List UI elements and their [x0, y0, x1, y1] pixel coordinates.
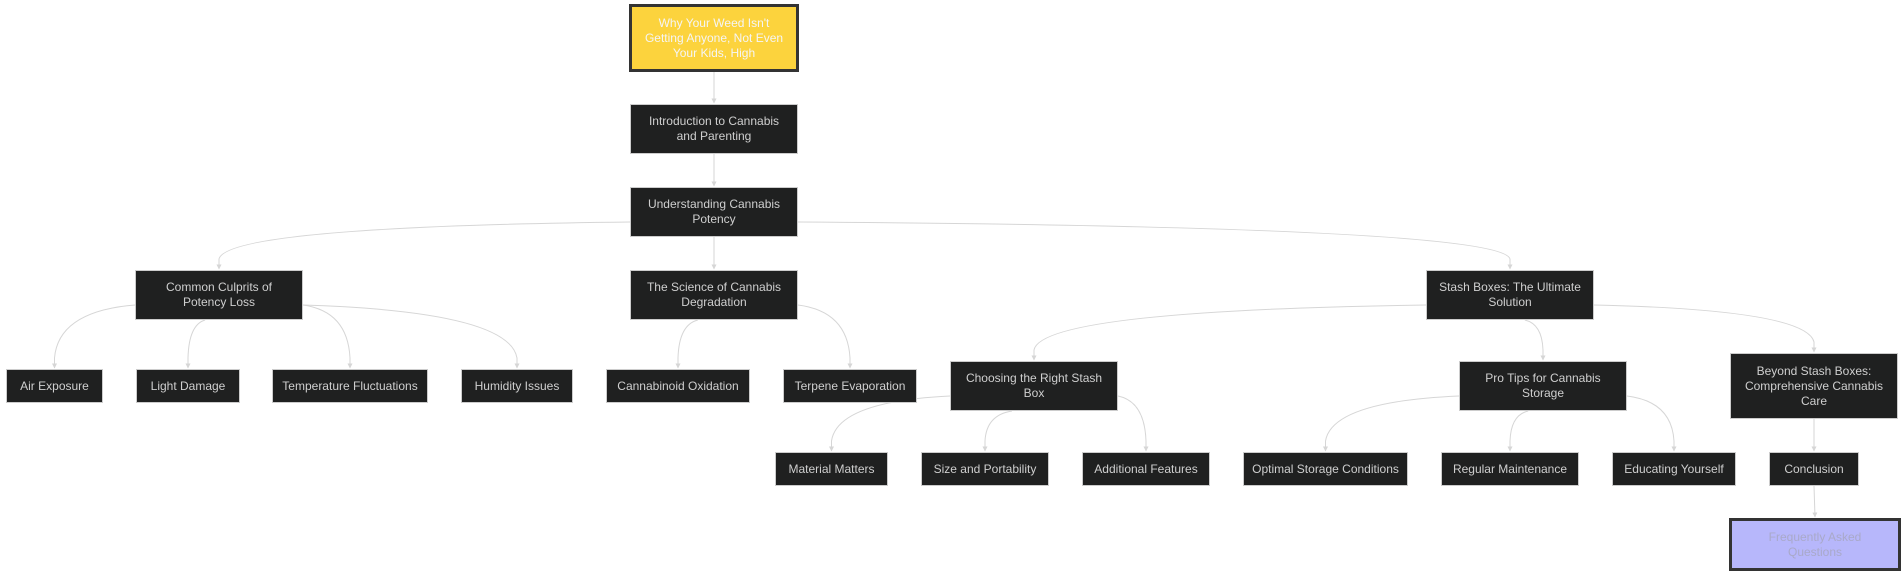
- temperature-node: Temperature Fluctuations: [272, 369, 428, 403]
- educating-yourself-label: Educating Yourself: [1624, 461, 1724, 476]
- edge-culprits-to-humidity: [302, 304, 520, 369]
- start-node-label: Why Your Weed Isn't Getting Anyone, Not …: [644, 15, 784, 60]
- edge-choosing-to-size: [982, 410, 1013, 452]
- material-matters-label: Material Matters: [788, 461, 875, 476]
- faq-label: Frequently Asked Questions: [1768, 529, 1862, 559]
- edge-culprits-to-air: [52, 304, 136, 369]
- choosing-stash-box-node: Choosing the Right Stash Box: [950, 361, 1118, 411]
- stash-node-label: Stash Boxes: The Ultimate Solution: [1439, 280, 1581, 309]
- potency-node-label: Understanding Cannabis Potency: [647, 197, 781, 226]
- light-damage-node: Light Damage: [136, 369, 240, 403]
- stash-node: Stash Boxes: The Ultimate Solution: [1426, 270, 1594, 320]
- edge-culprits-to-light: [185, 319, 206, 369]
- edge-science-to-cannabinoid: [675, 319, 698, 369]
- pro-tips-node: Pro Tips for Cannabis Storage: [1459, 361, 1627, 411]
- edge-stash-to-protips: [1524, 319, 1546, 361]
- culprits-node: Common Culprits of Potency Loss: [135, 270, 303, 320]
- beyond-stash-boxes-node: Beyond Stash Boxes: Comprehensive Cannab…: [1730, 353, 1898, 419]
- edge-culprits-to-temp: [302, 304, 353, 369]
- edge-protips-to-maintenance: [1507, 410, 1529, 452]
- light-damage-label: Light Damage: [150, 378, 226, 393]
- optimal-storage-node: Optimal Storage Conditions: [1243, 452, 1408, 486]
- pro-tips-label: Pro Tips for Cannabis Storage: [1485, 371, 1601, 400]
- regular-maintenance-label: Regular Maintenance: [1452, 461, 1568, 476]
- humidity-label: Humidity Issues: [474, 378, 560, 393]
- beyond-stash-boxes-label: Beyond Stash Boxes: Comprehensive Cannab…: [1744, 363, 1884, 408]
- choosing-stash-box-label: Choosing the Right Stash Box: [965, 371, 1103, 400]
- size-portability-node: Size and Portability: [921, 452, 1049, 486]
- edge-conclusion-to-faq: [1812, 485, 1818, 518]
- regular-maintenance-node: Regular Maintenance: [1441, 452, 1579, 486]
- material-matters-node: Material Matters: [775, 452, 888, 486]
- potency-node: Understanding Cannabis Potency: [630, 187, 798, 237]
- humidity-node: Humidity Issues: [461, 369, 573, 403]
- size-portability-label: Size and Portability: [933, 461, 1037, 476]
- terpene-evaporation-label: Terpene Evaporation: [794, 378, 906, 393]
- edge-protips-to-educating: [1626, 395, 1677, 452]
- intro-node: Introduction to Cannabis and Parenting: [630, 104, 798, 154]
- optimal-storage-label: Optimal Storage Conditions: [1252, 461, 1399, 476]
- edge-protips-to-optimal: [1323, 395, 1460, 452]
- intro-node-label: Introduction to Cannabis and Parenting: [648, 114, 780, 143]
- conclusion-label: Conclusion: [1784, 461, 1844, 476]
- culprits-node-label: Common Culprits of Potency Loss: [165, 280, 273, 309]
- science-node-label: The Science of Cannabis Degradation: [646, 280, 782, 309]
- edge-choosing-to-material: [829, 395, 951, 452]
- edge-science-to-terpene: [797, 304, 853, 369]
- edge-stash-to-beyond: [1593, 304, 1817, 353]
- air-exposure-node: Air Exposure: [6, 369, 103, 403]
- additional-features-node: Additional Features: [1082, 452, 1210, 486]
- edge-potency-to-culprits: [216, 221, 631, 270]
- additional-features-label: Additional Features: [1094, 461, 1198, 476]
- edge-stash-to-choosing: [1031, 304, 1427, 361]
- science-node: The Science of Cannabis Degradation: [630, 270, 798, 320]
- terpene-evaporation-node: Terpene Evaporation: [783, 369, 917, 403]
- air-exposure-label: Air Exposure: [20, 378, 89, 393]
- conclusion-node: Conclusion: [1769, 452, 1859, 486]
- temperature-label: Temperature Fluctuations: [282, 378, 418, 393]
- start-node: Why Your Weed Isn't Getting Anyone, Not …: [629, 4, 799, 72]
- faq-node: Frequently Asked Questions: [1729, 518, 1901, 571]
- educating-yourself-node: Educating Yourself: [1612, 452, 1736, 486]
- edge-choosing-to-features: [1117, 395, 1149, 452]
- cannabinoid-oxidation-node: Cannabinoid Oxidation: [606, 369, 750, 403]
- edge-potency-to-stash: [797, 221, 1513, 270]
- cannabinoid-oxidation-label: Cannabinoid Oxidation: [617, 378, 739, 393]
